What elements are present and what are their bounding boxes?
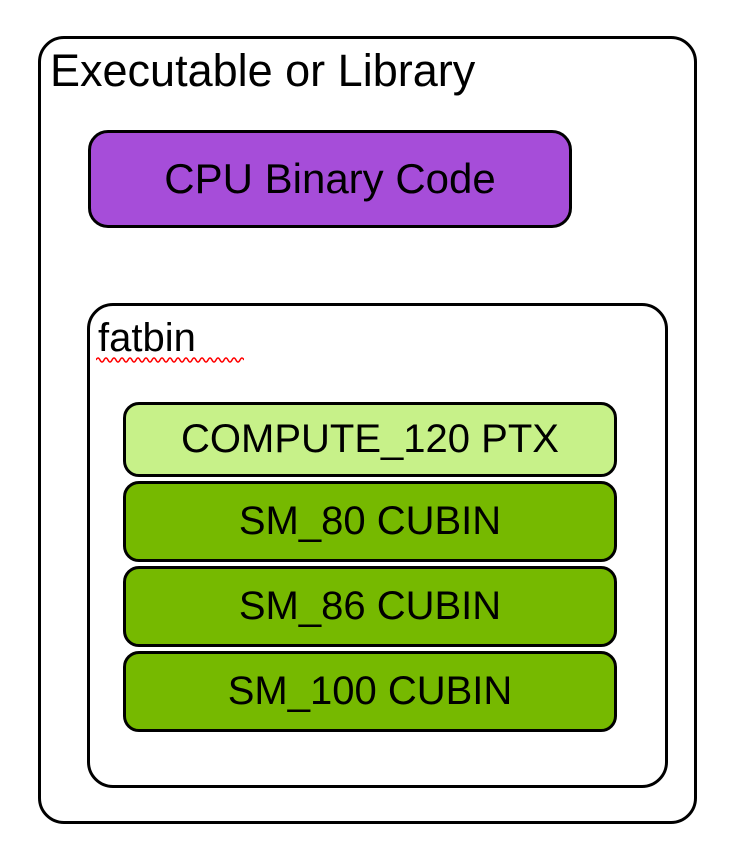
- sm-100-cubin-box: SM_100 CUBIN: [123, 651, 617, 732]
- fatbin-stack: COMPUTE_120 PTX SM_80 CUBIN SM_86 CUBIN …: [123, 402, 617, 732]
- cpu-binary-code-box: CPU Binary Code: [88, 130, 572, 228]
- spellcheck-squiggle-underline: [96, 357, 244, 363]
- fatbin-title: fatbin: [98, 316, 196, 360]
- sm-100-cubin-label: SM_100 CUBIN: [227, 669, 513, 713]
- fatbin-container: fatbin COMPUTE_120 PTX SM_80 CUBIN SM_86…: [87, 303, 668, 788]
- sm-80-cubin-box: SM_80 CUBIN: [123, 481, 617, 562]
- sm-86-cubin-box: SM_86 CUBIN: [123, 566, 617, 647]
- executable-or-library-title: Executable or Library: [50, 45, 476, 96]
- sm-86-cubin-label: SM_86 CUBIN: [238, 584, 502, 628]
- sm-80-cubin-label: SM_80 CUBIN: [238, 499, 502, 543]
- squiggle-path: [96, 357, 244, 363]
- compute-120-ptx-box: COMPUTE_120 PTX: [123, 402, 617, 477]
- executable-or-library-container: Executable or Library CPU Binary Code fa…: [38, 36, 697, 824]
- compute-120-ptx-label: COMPUTE_120 PTX: [181, 417, 559, 461]
- cpu-binary-code-label: CPU Binary Code: [164, 155, 496, 202]
